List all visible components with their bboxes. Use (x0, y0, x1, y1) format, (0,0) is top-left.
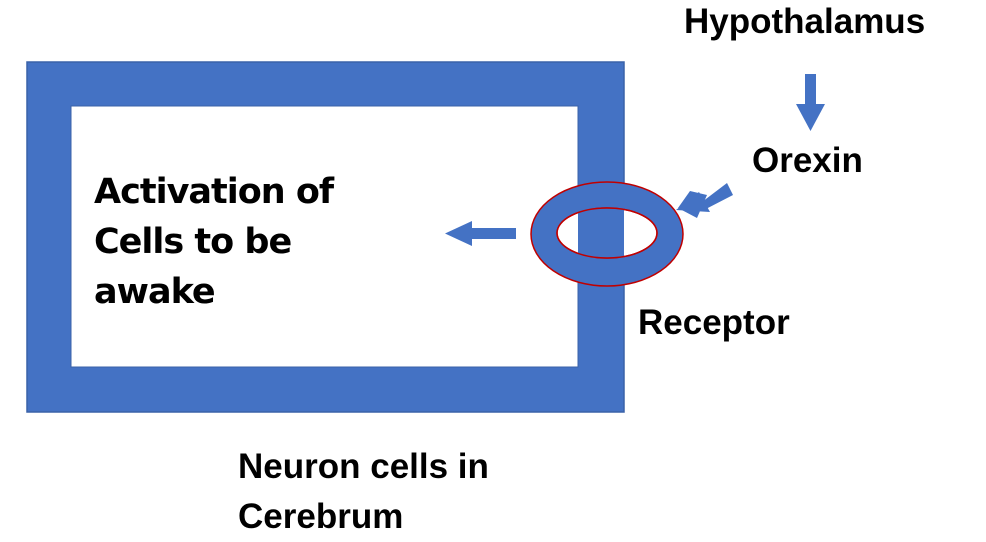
arrow-orexin-to-receptor (676, 183, 733, 218)
neuron-cells-label: Neuron cells in Cerebrum (238, 442, 489, 542)
membrane-segment-in-pore (578, 208, 624, 258)
activation-label-line: Activation of (94, 172, 334, 212)
activation-label-line: Cells to be (94, 222, 292, 262)
activation-label-line: awake (94, 272, 216, 312)
arrow-receptor-to-activation (445, 221, 516, 246)
receptor-label: Receptor (638, 303, 790, 342)
arrow-hypothalamus-to-orexin (796, 74, 825, 131)
neuron-cells-label-line: Cerebrum (238, 497, 404, 536)
activation-label: Activation of Cells to be awake (94, 167, 334, 317)
receptor-pore-outline (556, 207, 658, 259)
orexin-label: Orexin (752, 141, 863, 180)
hypothalamus-label: Hypothalamus (684, 2, 926, 41)
neuron-cells-label-line: Neuron cells in (238, 447, 489, 486)
